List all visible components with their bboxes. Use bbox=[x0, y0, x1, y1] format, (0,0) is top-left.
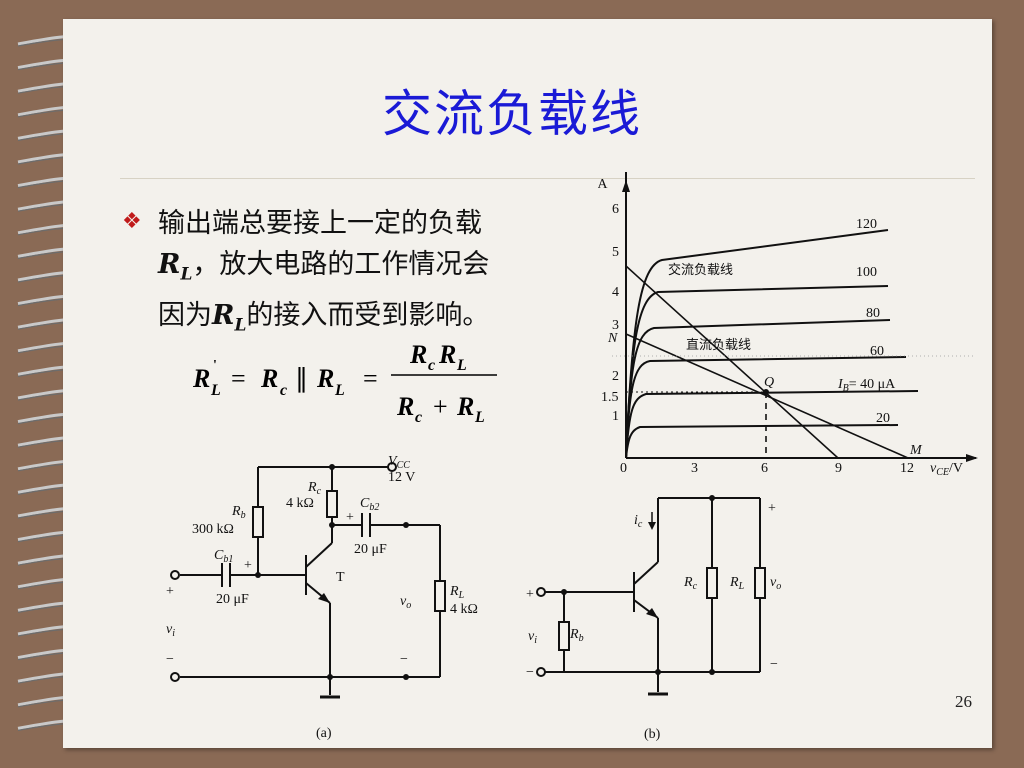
svg-text:+: + bbox=[244, 558, 252, 573]
diamond-bullet-icon: ❖ bbox=[122, 209, 142, 234]
svg-text:=: = bbox=[231, 364, 246, 393]
svg-text:R: R bbox=[409, 340, 427, 369]
svg-text:80: 80 bbox=[866, 306, 880, 321]
svg-text:12 V: 12 V bbox=[388, 470, 415, 485]
svg-text:vo: vo bbox=[400, 594, 411, 611]
svg-text:−: − bbox=[400, 652, 408, 667]
svg-text:100: 100 bbox=[856, 265, 877, 280]
svg-text:RL: RL bbox=[729, 575, 745, 592]
svg-text:2: 2 bbox=[612, 369, 619, 384]
bullet-paragraph: 输出端总要接上一定的负载 RL，放大电路的工作情况会 因为RL的接入而受到影响。 bbox=[158, 203, 578, 347]
svg-text:3: 3 bbox=[612, 318, 619, 333]
svg-text:T: T bbox=[336, 570, 345, 585]
svg-text:R: R bbox=[260, 364, 278, 393]
svg-text:VCC: VCC bbox=[388, 454, 410, 471]
output-characteristic-graph: iC/mA vCE/V 6 5 4 3 2 1.5 1 0 3 6 9 12 1… bbox=[598, 172, 978, 477]
para-line-2: RL，放大电路的工作情况会 bbox=[158, 249, 490, 285]
svg-text:1: 1 bbox=[612, 409, 619, 424]
svg-text:∥: ∥ bbox=[295, 364, 308, 393]
svg-text:iC/mA: iC/mA bbox=[598, 177, 608, 194]
svg-text:−: − bbox=[526, 665, 534, 680]
svg-text:L: L bbox=[456, 357, 467, 374]
svg-text:(b): (b) bbox=[644, 727, 661, 742]
svg-text:20: 20 bbox=[876, 411, 890, 426]
svg-text:Cb1: Cb1 bbox=[214, 548, 233, 565]
svg-text:Rb: Rb bbox=[231, 504, 246, 521]
svg-text:20 μF: 20 μF bbox=[216, 592, 249, 607]
svg-text:RL: RL bbox=[449, 584, 465, 601]
svg-text:L: L bbox=[334, 382, 345, 399]
svg-text:vi: vi bbox=[166, 622, 175, 639]
ac-equivalent-circuit-b: ic Rc RL vo vi Rb + + − − (b) bbox=[526, 495, 781, 742]
svg-text:+: + bbox=[768, 501, 776, 516]
svg-text:c: c bbox=[415, 409, 422, 426]
svg-text:+: + bbox=[433, 392, 448, 421]
svg-text:vo: vo bbox=[770, 575, 781, 592]
svg-text:直流负载线: 直流负载线 bbox=[686, 337, 751, 352]
svg-text:c: c bbox=[280, 382, 287, 399]
svg-text:+: + bbox=[166, 584, 174, 599]
svg-text:ic: ic bbox=[634, 513, 643, 530]
svg-text:Q: Q bbox=[764, 375, 774, 390]
slide-title: 交流负载线 bbox=[382, 85, 642, 143]
svg-text:120: 120 bbox=[856, 217, 877, 232]
svg-text:vi: vi bbox=[528, 629, 537, 646]
svg-text:4 kΩ: 4 kΩ bbox=[450, 602, 478, 617]
svg-text:6: 6 bbox=[761, 461, 768, 476]
svg-text:4 kΩ: 4 kΩ bbox=[286, 496, 314, 511]
svg-text:交流负载线: 交流负载线 bbox=[668, 262, 733, 277]
svg-text:5: 5 bbox=[612, 245, 619, 260]
ac-load-line bbox=[625, 265, 839, 459]
svg-text:R: R bbox=[456, 392, 474, 421]
title-divider bbox=[120, 178, 975, 179]
svg-text:Rb: Rb bbox=[569, 627, 584, 644]
svg-text:300 kΩ: 300 kΩ bbox=[192, 522, 234, 537]
svg-text:M: M bbox=[909, 443, 923, 458]
svg-text:': ' bbox=[213, 358, 217, 373]
slide-page bbox=[63, 19, 992, 748]
svg-text:4: 4 bbox=[612, 285, 619, 300]
para-line-3: 因为RL的接入而受到影响。 bbox=[158, 300, 490, 336]
svg-text:Rc: Rc bbox=[683, 575, 698, 592]
svg-text:60: 60 bbox=[870, 344, 884, 359]
svg-text:+: + bbox=[346, 510, 354, 525]
svg-text:6: 6 bbox=[612, 202, 619, 217]
svg-text:12: 12 bbox=[900, 461, 914, 476]
svg-text:R: R bbox=[396, 392, 414, 421]
svg-text:vCE/V: vCE/V bbox=[930, 461, 963, 477]
ib-curve-20 bbox=[625, 424, 899, 459]
svg-text:3: 3 bbox=[691, 461, 698, 476]
svg-text:N: N bbox=[607, 331, 618, 346]
ib-curve-120 bbox=[625, 229, 889, 459]
svg-text:−: − bbox=[770, 657, 778, 672]
svg-text:L: L bbox=[474, 409, 485, 426]
svg-text:20 μF: 20 μF bbox=[354, 542, 387, 557]
svg-text:R: R bbox=[438, 340, 456, 369]
dc-load-line bbox=[625, 333, 909, 459]
page-number: 26 bbox=[955, 692, 972, 711]
svg-text:IB= 40 μA: IB= 40 μA bbox=[837, 377, 896, 394]
svg-text:L: L bbox=[210, 382, 221, 399]
svg-text:c: c bbox=[428, 357, 435, 374]
svg-text:−: − bbox=[166, 652, 174, 667]
svg-text:Cb2: Cb2 bbox=[360, 496, 379, 513]
svg-text:0: 0 bbox=[620, 461, 627, 476]
svg-text:9: 9 bbox=[835, 461, 842, 476]
amplifier-circuit-a: VCC 12 V Rc 4 kΩ Rb 300 kΩ Cb1 20 μF Cb2… bbox=[166, 454, 478, 741]
svg-text:R: R bbox=[316, 364, 334, 393]
load-resistance-formula: R ' L = R c ∥ R L = R c R L R c + R L bbox=[192, 340, 497, 426]
svg-text:1.5: 1.5 bbox=[601, 390, 619, 405]
svg-text:Rc: Rc bbox=[307, 480, 322, 497]
svg-text:+: + bbox=[526, 587, 534, 602]
svg-text:R: R bbox=[192, 364, 210, 393]
svg-text:(a): (a) bbox=[316, 726, 332, 741]
svg-text:=: = bbox=[363, 364, 378, 393]
para-line-1: 输出端总要接上一定的负载 bbox=[158, 208, 482, 239]
